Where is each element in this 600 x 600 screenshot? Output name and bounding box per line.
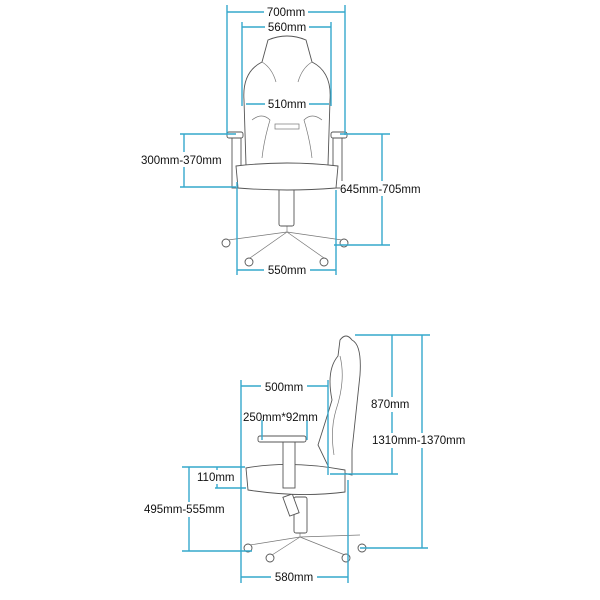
total-height-label: 1310mm-1370mm — [372, 435, 465, 447]
seat-thickness-label: 110mm — [197, 472, 235, 484]
armrest-pad-size-label: 250mm*92mm — [243, 412, 318, 424]
backrest-width-label: 560mm — [268, 22, 306, 34]
base-width-label: 550mm — [268, 265, 306, 277]
side-dimension-labels: 500mm 250mm*92mm 110mm 495mm-555mm 870mm… — [143, 379, 471, 584]
inner-back-width-label: 510mm — [268, 99, 306, 111]
overall-width-label: 700mm — [267, 7, 305, 19]
backrest-height-label: 870mm — [371, 399, 409, 411]
armrest-height-label: 300mm-370mm — [141, 155, 222, 167]
base-depth-label: 580mm — [275, 572, 313, 584]
front-chair-sketch — [221, 35, 349, 267]
seat-height-label: 495mm-555mm — [144, 504, 225, 516]
side-dimension-lines — [182, 334, 430, 583]
front-dimension-lines — [180, 5, 390, 275]
arm-to-floor-label: 645mm-705mm — [340, 184, 421, 196]
front-dimension-labels: 700mm 560mm 510mm 300mm-370mm 645mm-705m… — [140, 4, 428, 277]
seat-depth-label: 500mm — [265, 382, 303, 394]
